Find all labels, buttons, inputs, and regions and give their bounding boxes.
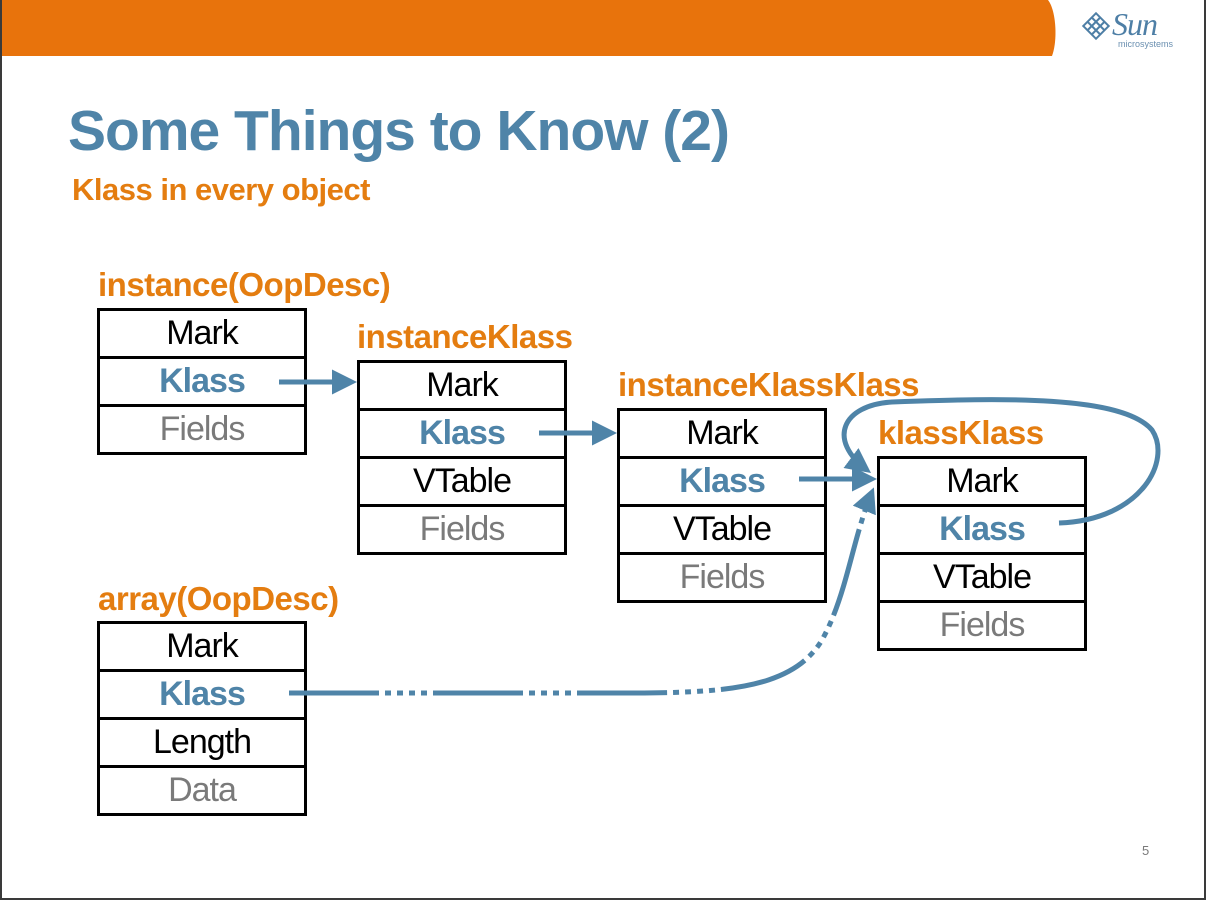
array-box: Mark Klass Length Data	[97, 621, 307, 816]
klass-klass-box: Mark Klass VTable Fields	[877, 456, 1087, 651]
kk-fields-field: Fields	[939, 606, 1026, 644]
instance-klass-label: instanceKlass	[357, 318, 573, 355]
logo-text: Sun	[1112, 6, 1158, 42]
instance-fields-field: Fields	[159, 410, 246, 448]
kk-klass-field: Klass	[880, 507, 1084, 555]
instance-klass-mark-field: Mark	[360, 363, 564, 411]
klass-klass-label: klassKlass	[878, 414, 1044, 451]
sun-diamond-icon	[1081, 11, 1111, 41]
ikk-fields-field: Fields	[679, 558, 766, 596]
arrow-array-to-klassklass	[289, 487, 876, 696]
instance-klass-klass-box: Mark Klass VTable Fields	[617, 408, 827, 603]
kk-vtable-field: VTable	[880, 555, 1084, 603]
page-number: 5	[1142, 843, 1150, 858]
array-mark-field: Mark	[100, 624, 304, 672]
array-label: array(OopDesc)	[98, 580, 339, 617]
instance-klass-field: Klass	[100, 359, 304, 407]
kk-mark-field: Mark	[880, 459, 1084, 507]
ikk-klass-field: Klass	[620, 459, 824, 507]
instance-klass-fields-field: Fields	[419, 510, 506, 548]
sun-logo: Sun microsystems	[1080, 6, 1180, 52]
slide-subtitle: Klass in every object	[72, 172, 370, 207]
arrow-klassklass-self-loop	[841, 397, 1161, 526]
slide-title: Some Things to Know (2)	[68, 99, 730, 163]
instance-klass-vtable-field: VTable	[360, 459, 564, 507]
instance-klass-box: Mark Klass VTable Fields	[357, 360, 567, 555]
ikk-mark-field: Mark	[620, 411, 824, 459]
instance-mark-field: Mark	[100, 311, 304, 359]
header-bar	[2, 0, 1056, 56]
array-length-field: Length	[100, 720, 304, 768]
ikk-vtable-field: VTable	[620, 507, 824, 555]
instance-klass-klass-field: Klass	[360, 411, 564, 459]
logo-subtext: microsystems	[1118, 39, 1174, 49]
instance-klass-klass-label: instanceKlassKlass	[618, 366, 920, 403]
instance-label: instance(OopDesc)	[98, 266, 391, 303]
array-klass-field: Klass	[100, 672, 304, 720]
array-data-field: Data	[168, 771, 237, 809]
